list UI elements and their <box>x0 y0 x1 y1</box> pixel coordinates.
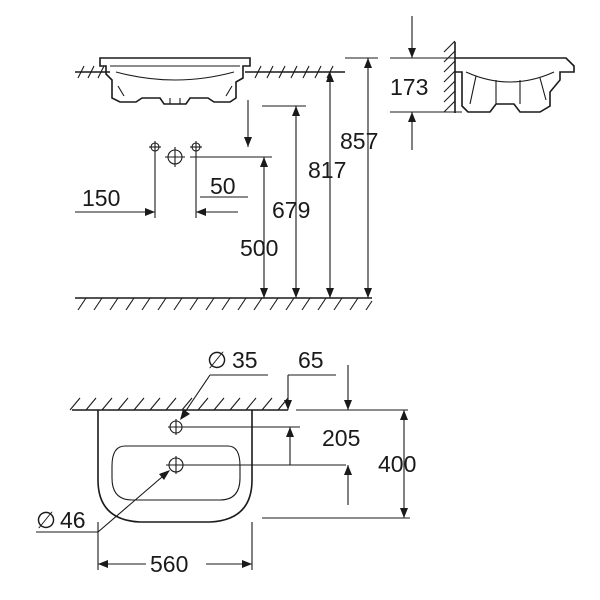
basin-plan-outline <box>97 410 253 523</box>
dim-46-label: 46 <box>60 507 86 533</box>
side-elevation-view: 150 50 500 679 <box>75 57 378 311</box>
dim-173-label: 173 <box>390 74 428 100</box>
dim-500: 500 <box>240 157 278 298</box>
dim-35-symbol: ∅ <box>207 347 227 373</box>
basin-section-profile <box>455 57 575 113</box>
dim-50-label: 50 <box>210 173 236 199</box>
dim-50: 50 <box>190 100 272 218</box>
wall-hatch <box>443 40 456 113</box>
dim-560-label: 560 <box>150 551 188 577</box>
dim-560: 560 <box>97 522 253 577</box>
plan-view: ∅ 35 ∅ 46 65 205 <box>36 347 416 577</box>
dim-817: 817 <box>308 72 346 298</box>
dim-400-label: 400 <box>378 451 416 477</box>
dim-173: 173 <box>390 16 462 150</box>
dim-35-label: 35 <box>232 347 258 373</box>
dim-150: 150 <box>75 153 156 218</box>
plan-wall-hatch <box>69 397 289 411</box>
dim-679-label: 679 <box>272 197 310 223</box>
dim-400: 400 <box>262 410 416 519</box>
basin-front-profile <box>99 57 251 105</box>
floor-hatch <box>75 297 373 311</box>
dim-857: 857 <box>340 57 378 298</box>
countertop-hatch-right <box>245 65 345 79</box>
dim-diameter-35: ∅ 35 <box>180 347 268 420</box>
dim-205: 205 <box>286 365 408 505</box>
tap-hole <box>168 419 300 435</box>
side-section-view: 173 <box>390 16 575 150</box>
dim-679: 679 <box>262 105 310 298</box>
dim-65: 65 <box>284 347 336 410</box>
dim-817-label: 817 <box>308 157 346 183</box>
dim-500-label: 500 <box>240 235 278 261</box>
dim-150-label: 150 <box>82 185 120 211</box>
dim-857-label: 857 <box>340 128 378 154</box>
countertop-hatch-left <box>75 65 110 79</box>
dim-46-symbol: ∅ <box>36 507 56 533</box>
drain-hole <box>166 456 346 474</box>
dim-205-label: 205 <box>322 425 360 451</box>
dim-diameter-46: ∅ 46 <box>36 470 170 533</box>
fixing-holes <box>149 141 202 167</box>
dim-65-label: 65 <box>298 347 324 373</box>
